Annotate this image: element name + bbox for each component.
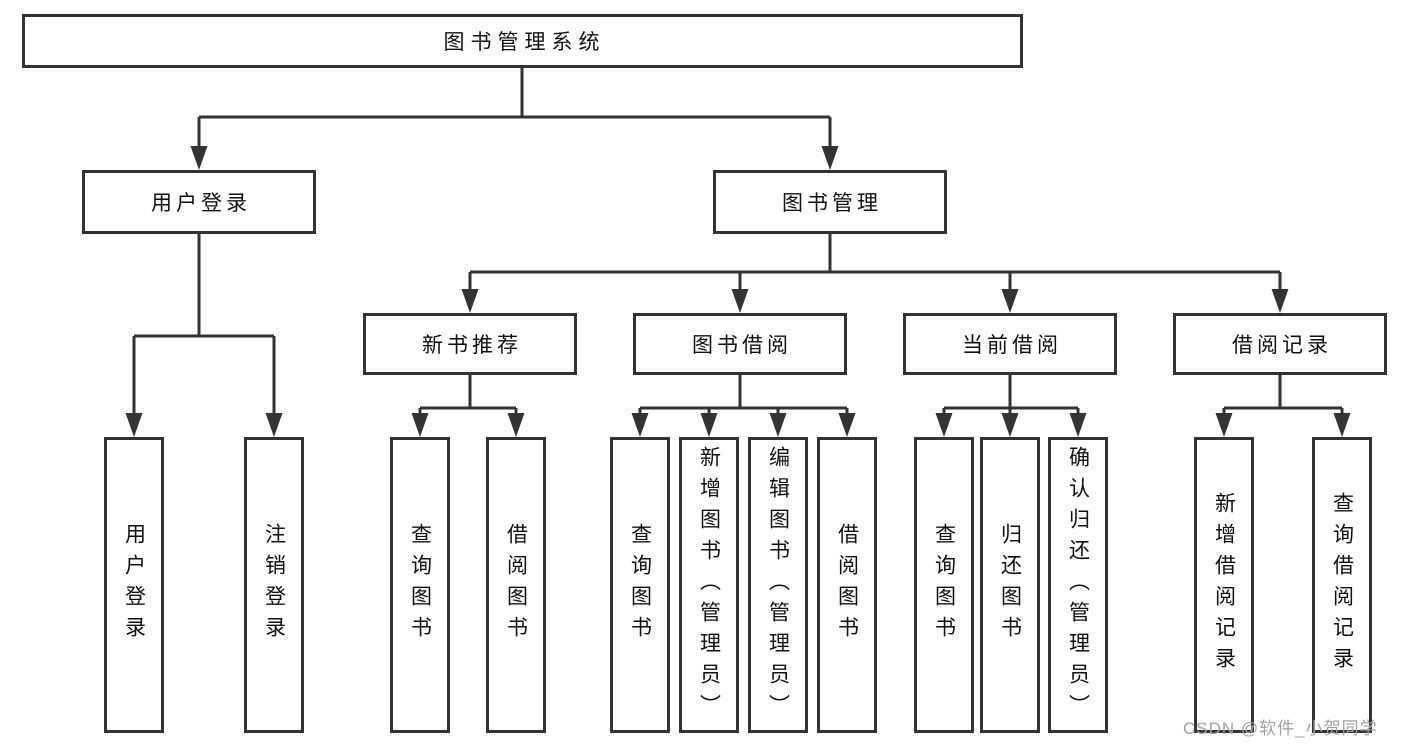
csdn-watermark: CSDN @软件_小贺同学 [1183, 719, 1378, 738]
leaf-query-books-recommend: 查询图书 [390, 437, 450, 733]
node-new-book-recommend: 新书推荐 [363, 313, 577, 375]
leaf-edit-books-admin: 编辑图书（管理员） [748, 437, 808, 733]
leaf-confirm-return-admin: 确认归还（管理员） [1048, 437, 1108, 733]
leaf-query-borrow-record: 查询借阅记录 [1312, 437, 1372, 733]
leaf-user-login: 用户登录 [104, 437, 164, 733]
node-library-system: 图书管理系统 [22, 14, 1023, 68]
leaf-borrow-books-recommend: 借阅图书 [486, 437, 546, 733]
node-borrow-records: 借阅记录 [1173, 313, 1387, 375]
leaf-add-books-admin: 新增图书（管理员） [679, 437, 739, 733]
leaf-query-books-current: 查询图书 [914, 437, 974, 733]
leaf-query-books-borrow: 查询图书 [610, 437, 670, 733]
node-book-management: 图书管理 [713, 170, 947, 234]
leaf-add-borrow-record: 新增借阅记录 [1194, 437, 1254, 733]
node-current-borrow: 当前借阅 [903, 313, 1117, 375]
leaf-borrow-books: 借阅图书 [817, 437, 877, 733]
leaf-return-books: 归还图书 [980, 437, 1040, 733]
node-book-borrow: 图书借阅 [633, 313, 847, 375]
node-user-login: 用户登录 [82, 170, 316, 234]
leaf-logout: 注销登录 [244, 437, 304, 733]
